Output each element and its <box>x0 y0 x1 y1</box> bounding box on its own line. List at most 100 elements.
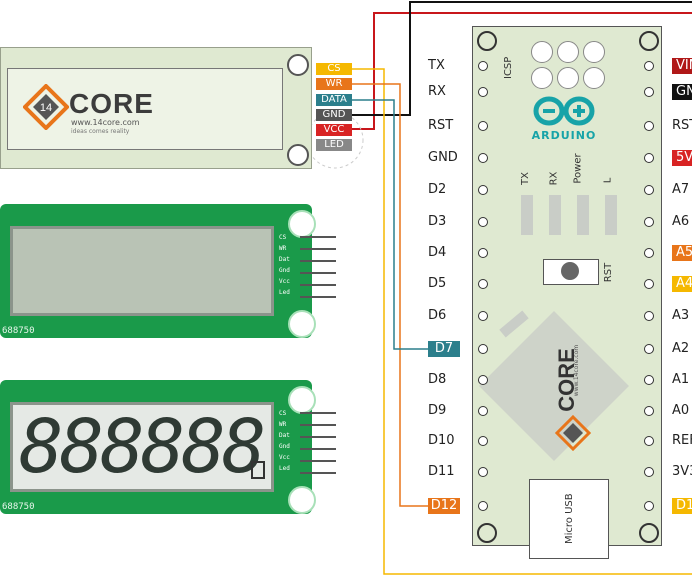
pin-label-d4: D4 <box>428 245 447 260</box>
pin-hole <box>644 87 654 97</box>
pin-hole <box>478 501 488 511</box>
pin-hole <box>644 436 654 446</box>
pin-label-a0: A0 <box>672 403 690 418</box>
led-l <box>605 195 617 235</box>
logo-url: www.14core.com <box>71 118 140 127</box>
pin-label-3v3: 3V3 <box>672 464 692 479</box>
wire-gnd <box>340 1 692 116</box>
pin-hole <box>644 467 654 477</box>
pin-hole <box>644 61 654 71</box>
pin-label-d13: D13 <box>672 498 692 514</box>
panel-hole-top <box>288 386 316 414</box>
board-core-logo-icon <box>555 415 591 451</box>
pin-label-d5: D5 <box>428 276 447 291</box>
pin-hole <box>644 217 654 227</box>
mount-hole-top <box>287 54 309 76</box>
pin-hole <box>644 406 654 416</box>
panel-hole-bottom <box>288 486 316 514</box>
board-chip <box>499 310 529 338</box>
panel-code: 688750 <box>2 326 35 336</box>
panel-code: 688750 <box>2 502 35 512</box>
pin-label-a7: A7 <box>672 182 690 197</box>
lcd-module: 14 CORE www.14core.com ideas comes reali… <box>0 47 312 169</box>
pin-hole <box>478 185 488 195</box>
core-logo-icon: 14 <box>23 84 69 130</box>
pin-hole <box>478 87 488 97</box>
pin-label-rst: RST <box>672 118 692 133</box>
reset-label: RST <box>603 262 615 283</box>
board-hole <box>639 523 659 543</box>
wire-vcc <box>340 12 692 130</box>
pin-label-led: LED <box>316 139 352 151</box>
board-hole <box>477 31 497 51</box>
reset-button[interactable] <box>543 259 599 285</box>
led-label-tx: TX <box>519 172 531 185</box>
led-power <box>577 195 589 235</box>
pin-label-d6: D6 <box>428 308 447 323</box>
icsp-header <box>527 39 607 91</box>
pin-hole <box>478 121 488 131</box>
led-label-power: Power <box>572 153 584 184</box>
pin-hole <box>644 375 654 385</box>
panel-pin-header <box>300 412 336 484</box>
arduino-brand: ARDUINO <box>531 129 597 142</box>
pin-hole <box>478 436 488 446</box>
segment-digits: 888888 <box>19 404 266 490</box>
pin-label-d7: D7 <box>428 341 460 357</box>
usb-label: Micro USB <box>564 493 575 544</box>
panel-hole-bottom <box>288 310 316 338</box>
pin-label-gnd: GND <box>428 150 458 165</box>
pin-label-d12: D12 <box>428 498 460 514</box>
logo-tagline: ideas comes reality <box>71 128 130 135</box>
pin-label-d3: D3 <box>428 214 447 229</box>
lcd-screen-blank <box>10 226 274 316</box>
pin-hole <box>478 217 488 227</box>
pin-label-cs: CS <box>316 63 352 75</box>
arduino-board: ICSP ARDUINO TX RX Power L RST CORE www.… <box>472 26 662 559</box>
lcd-screen-digits: 888888 <box>10 402 274 492</box>
pin-label-rst: RST <box>428 118 454 133</box>
pin-hole <box>478 153 488 163</box>
pin-hole <box>478 344 488 354</box>
logo-text: CORE <box>69 88 154 119</box>
pin-label-d10: D10 <box>428 433 455 448</box>
pin-label-a2: A2 <box>672 341 690 356</box>
pin-label-5v: 5V <box>672 150 692 166</box>
pin-hole <box>644 185 654 195</box>
pin-label-tx: TX <box>428 58 445 73</box>
pin-hole <box>478 375 488 385</box>
mount-hole-bottom <box>287 144 309 166</box>
pin-label-a5: A5 <box>672 245 692 261</box>
micro-usb-port[interactable]: Micro USB <box>529 479 609 559</box>
wire-cs <box>340 68 692 575</box>
svg-text:14: 14 <box>40 102 52 114</box>
panel-hole-top <box>288 210 316 238</box>
battery-icon <box>251 461 265 479</box>
board-logo-url: www.14core.com <box>573 344 581 397</box>
pin-label-a4: A4 <box>672 276 692 292</box>
pin-hole <box>478 61 488 71</box>
pin-label-a3: A3 <box>672 308 690 323</box>
pin-hole <box>644 153 654 163</box>
arduino-infinity-icon <box>533 96 595 126</box>
pin-label-d2: D2 <box>428 182 447 197</box>
pin-hole <box>644 344 654 354</box>
pin-hole <box>478 311 488 321</box>
pin-hole <box>644 121 654 131</box>
pin-label-d11: D11 <box>428 464 455 479</box>
pin-label-gnd: GND <box>316 109 352 121</box>
pin-hole <box>644 501 654 511</box>
wire-wr <box>340 83 430 507</box>
board-hole <box>477 523 497 543</box>
pin-hole <box>644 279 654 289</box>
led-label-rx: RX <box>548 171 560 186</box>
led-label-l: L <box>602 177 614 184</box>
pin-hole <box>478 406 488 416</box>
led-rx <box>549 195 561 235</box>
panel-pin-header <box>300 236 336 308</box>
